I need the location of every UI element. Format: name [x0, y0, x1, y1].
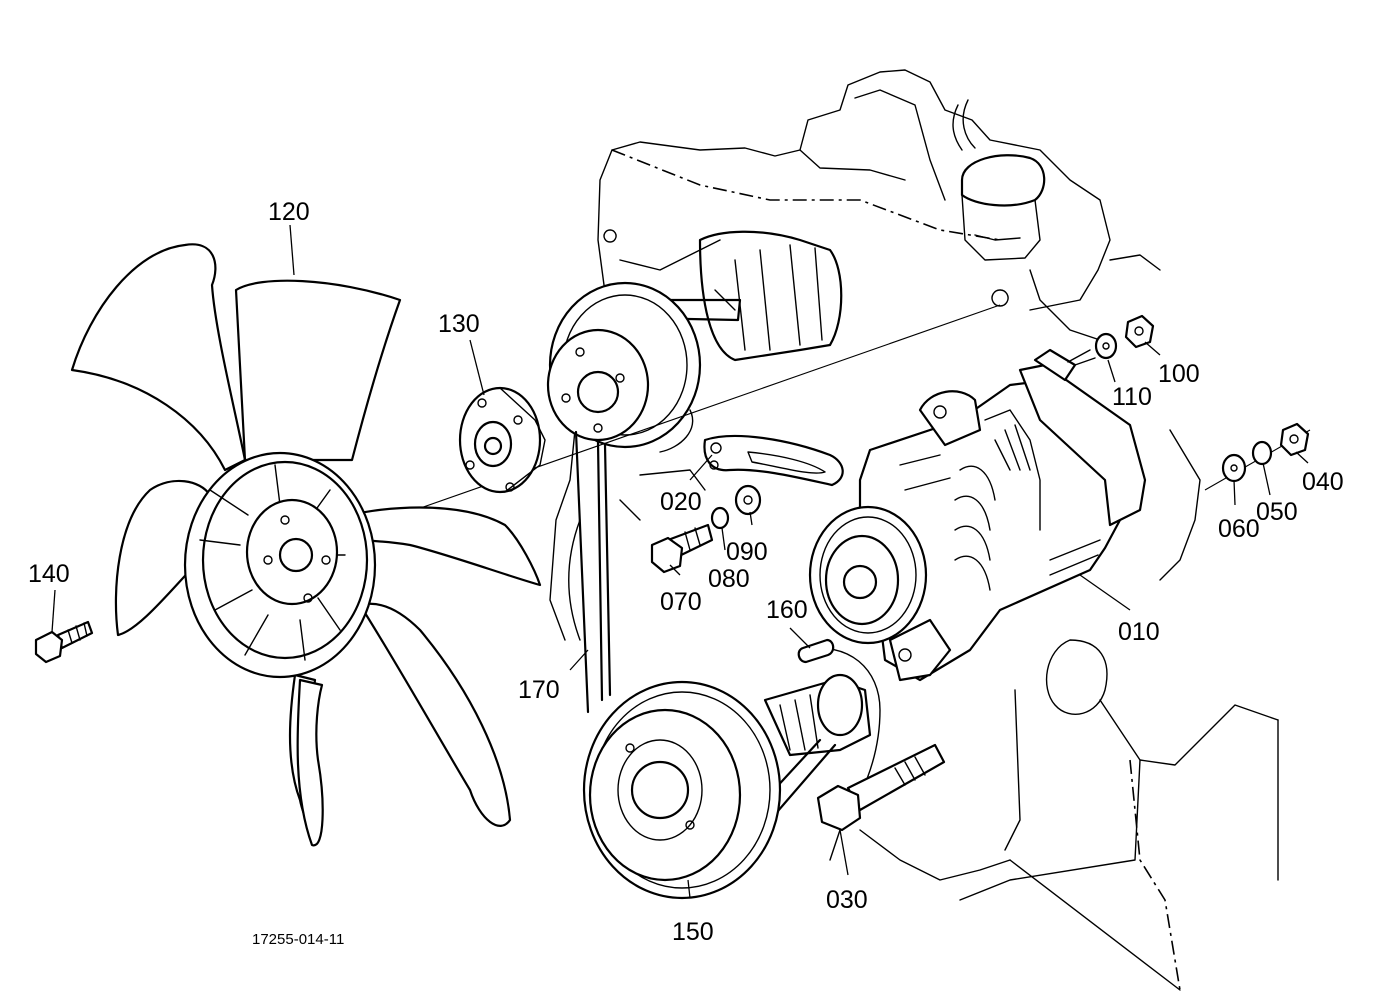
callout-120: 120	[268, 198, 310, 226]
callout-labels: 120 130 140 100 110 040 050 060 020 090 …	[28, 198, 1344, 948]
callout-060: 060	[1218, 515, 1260, 543]
cooling-fan	[70, 243, 542, 847]
callout-100: 100	[1158, 360, 1200, 388]
alternator	[808, 348, 1147, 682]
callout-150: 150	[672, 918, 714, 946]
figure-reference-number: 17255-014-11	[252, 931, 344, 948]
fan-bolt	[34, 620, 94, 664]
callout-040: 040	[1302, 468, 1344, 496]
callout-110: 110	[1112, 383, 1152, 411]
callout-080: 080	[708, 565, 750, 593]
callout-020: 020	[660, 488, 702, 516]
leader-lines	[51, 224, 1309, 899]
lock-washer-050	[1251, 440, 1273, 466]
engine-block-outline	[549, 69, 1279, 991]
terminal-stud	[1067, 349, 1091, 363]
crankshaft-pulley	[582, 673, 872, 900]
adjusting-bracket	[703, 434, 844, 487]
water-pump-pulley	[546, 230, 843, 453]
adjusting-bolt	[650, 523, 714, 574]
callout-010: 010	[1118, 618, 1160, 646]
lock-washer-080	[710, 506, 730, 530]
callout-090: 090	[726, 538, 768, 566]
callout-070: 070	[660, 588, 702, 616]
flat-washer-090	[734, 484, 762, 516]
through-bolt	[816, 743, 946, 832]
woodruff-key	[797, 638, 835, 664]
callout-170: 170	[518, 676, 560, 704]
callout-140: 140	[28, 560, 70, 588]
washer-060	[1221, 453, 1247, 483]
callout-030: 030	[826, 886, 868, 914]
callout-130: 130	[438, 310, 480, 338]
fan-spacer	[458, 386, 546, 494]
terminal-washer-110	[1094, 332, 1118, 360]
terminal-nut-100	[1124, 314, 1155, 349]
callout-160: 160	[766, 596, 808, 624]
nut-040	[1279, 422, 1310, 457]
callout-050: 050	[1256, 498, 1298, 526]
